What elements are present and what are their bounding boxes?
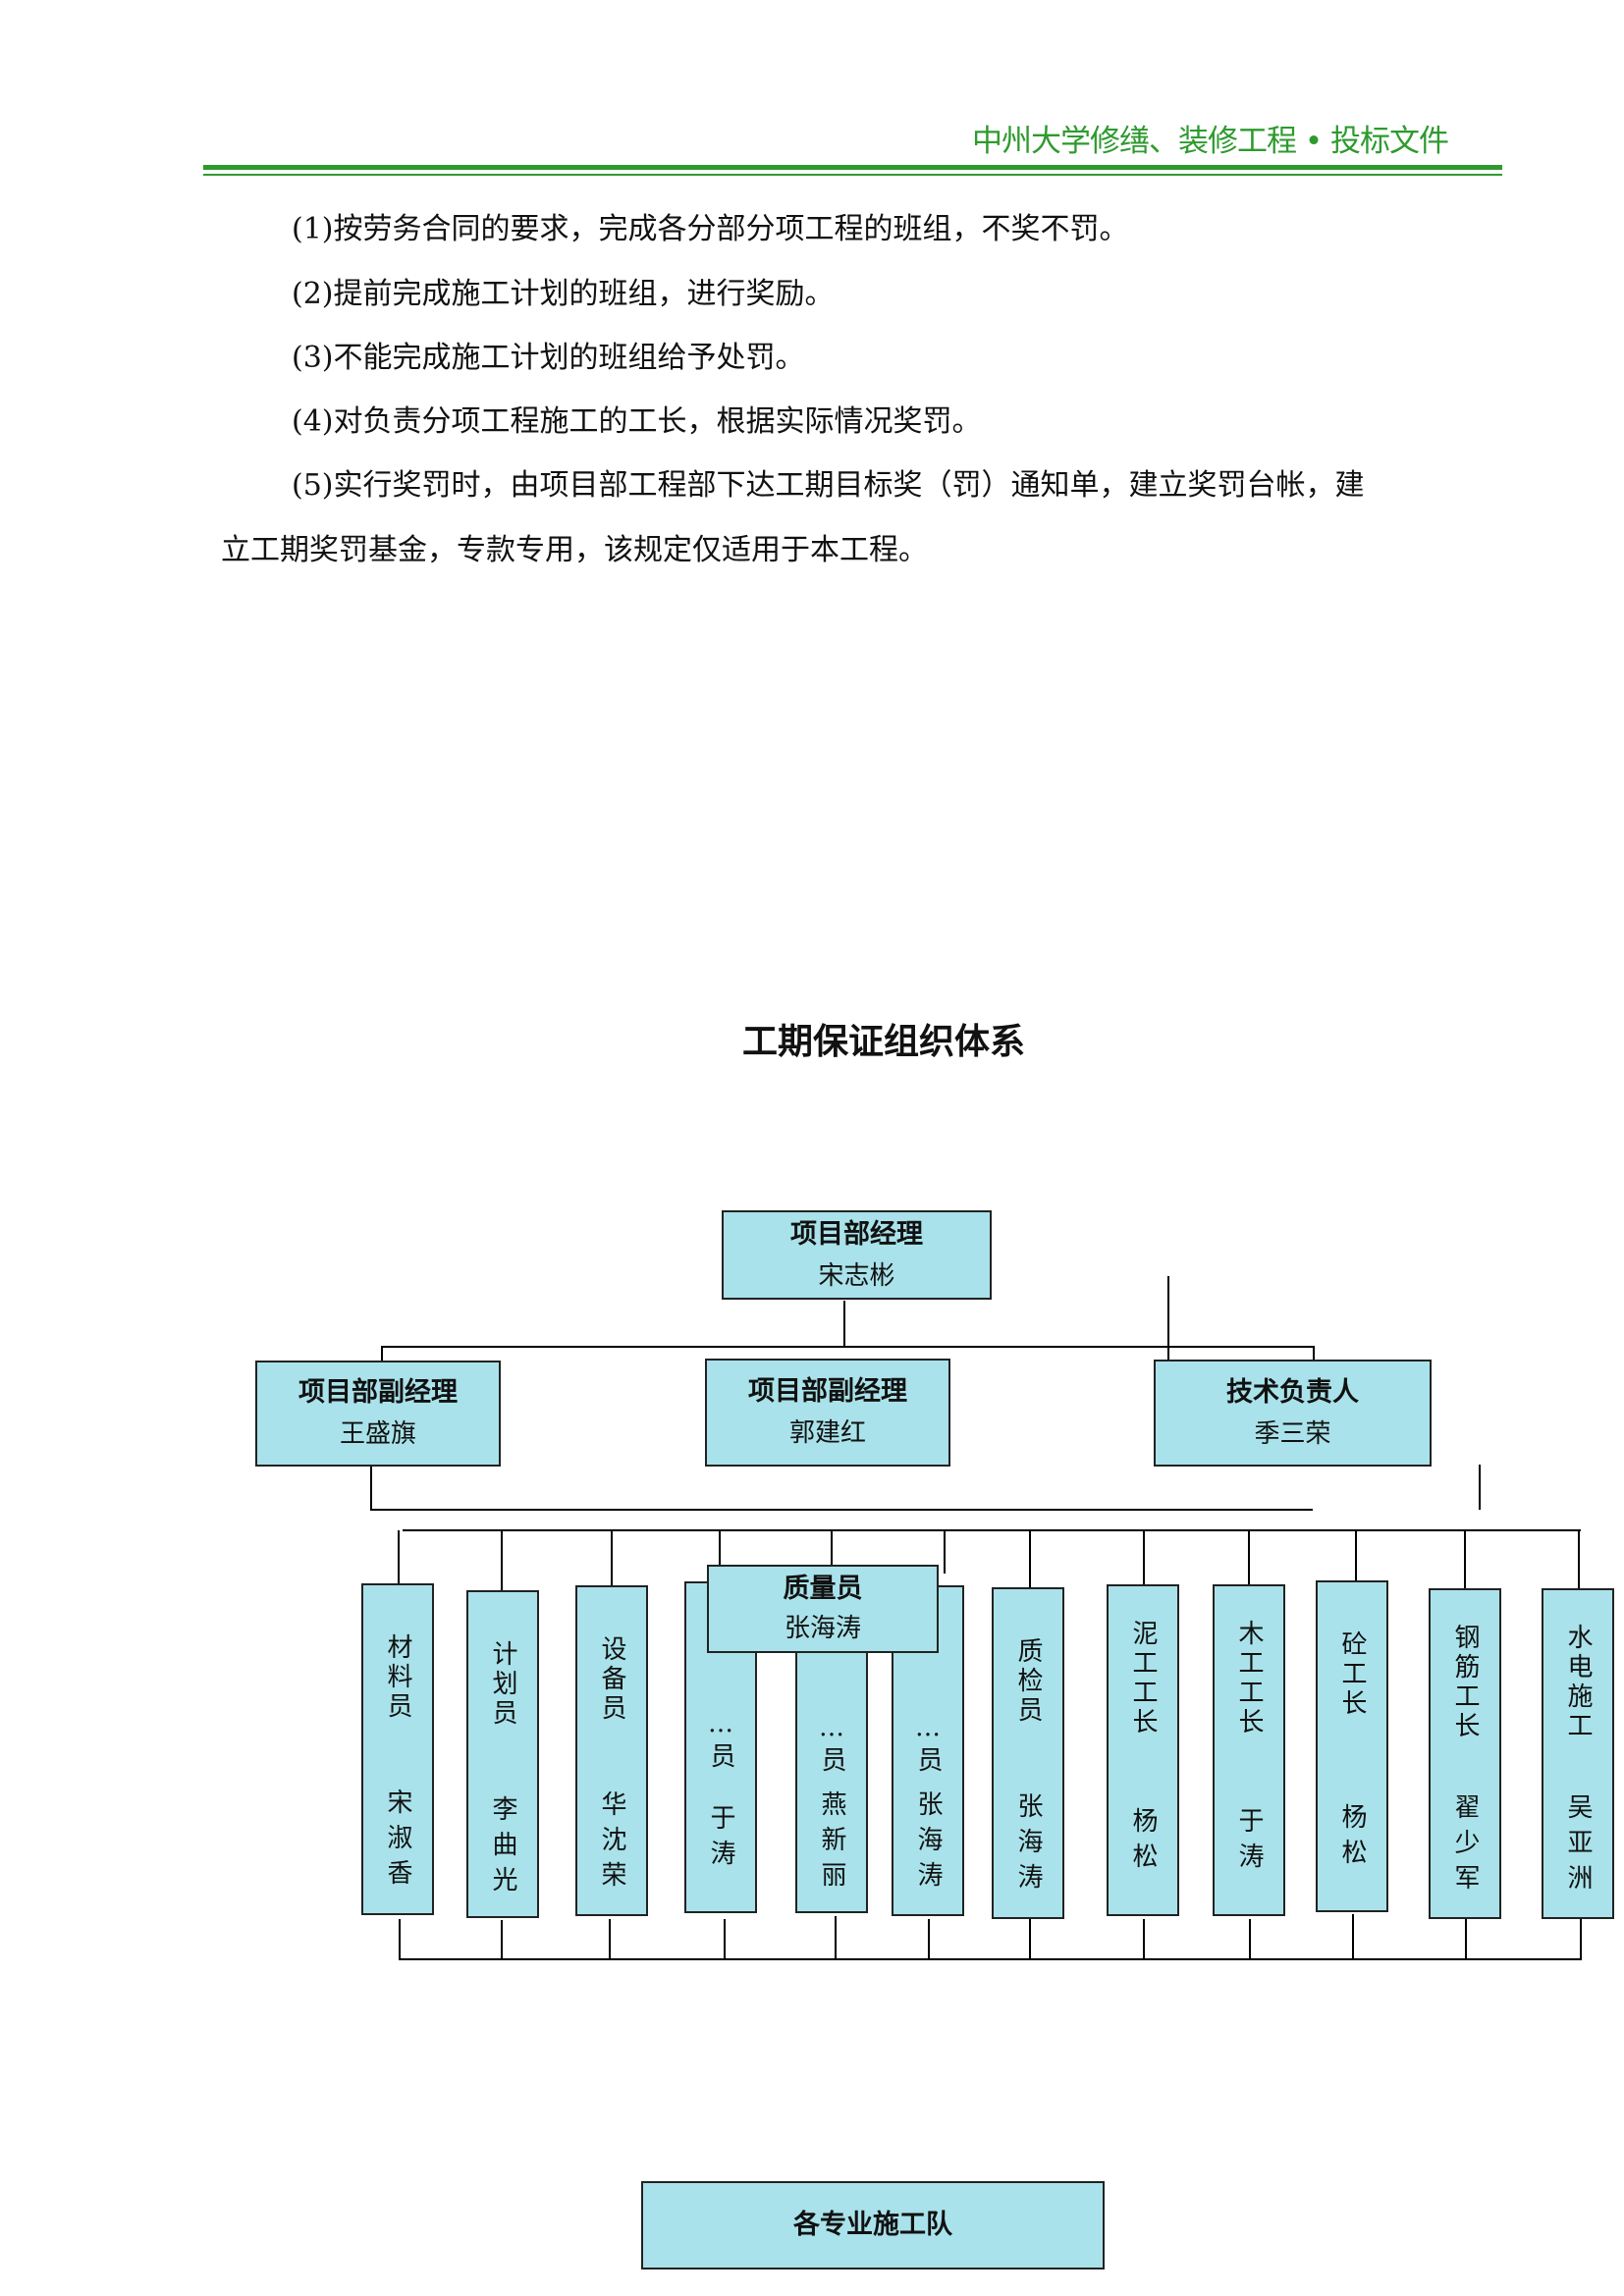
staff-person: 华沈荣 [597,1790,626,1896]
connector-line [724,1919,726,1960]
connector-line [831,1530,833,1572]
connector-line [1578,1530,1580,1588]
connector-line [1143,1919,1145,1960]
staff-person: 吴亚洲 [1563,1793,1593,1899]
org-box-person: 郭建红 [788,1418,866,1448]
org-box-deputy-manager-1: 项目部副经理 王盛旗 [255,1361,501,1467]
connector-line [1355,1530,1357,1581]
staff-role: 砼工长 [1337,1630,1367,1719]
connector-line [1465,1919,1467,1960]
connector-line [835,1916,837,1960]
staff-person: 张海涛 [1013,1792,1043,1898]
connector-line [370,1509,1313,1511]
connector-line [1248,1530,1250,1585]
connector-line [501,1530,503,1592]
staff-role: …员 [817,1713,846,1776]
staff-role: 水电施工 [1563,1624,1593,1741]
org-box-role: 项目部经理 [790,1218,923,1250]
org-box-technical-lead: 技术负责人 季三荣 [1154,1360,1432,1467]
org-box-person: 季三荣 [1254,1418,1331,1449]
connector-line [1352,1914,1354,1960]
org-box-role: 项目部副经理 [748,1376,907,1407]
org-box-person: 王盛旗 [339,1419,416,1449]
connector-line [1029,1919,1031,1960]
staff-box-carpentry-foreman: 木工工长 于涛 [1213,1584,1285,1916]
connector-line [1479,1465,1481,1510]
org-box-role: 技术负责人 [1226,1376,1359,1408]
staff-box-concrete-foreman: 砼工长 杨松 [1316,1580,1388,1912]
paragraph-2: (2)提前完成施工计划的班组，进行奖励。 [292,277,835,311]
org-box-project-manager: 项目部经理 宋志彬 [722,1210,992,1300]
staff-box-rebar-foreman: 钢筋工长 翟少军 [1429,1588,1501,1919]
header-rule [203,165,1502,170]
connector-line [928,1919,930,1960]
paragraph-4: (4)对负责分项工程施工的工长，根据实际情况奖罚。 [292,404,982,439]
paragraph-5: (5)实行奖罚时，由项目部工程部下达工期目标奖（罚）通知单，建立奖罚台帐，建 [292,468,1365,503]
header-rule-thin [203,174,1502,176]
connector-line [381,1346,383,1365]
staff-person: 李曲光 [488,1795,517,1901]
staff-role: 木工工长 [1234,1620,1264,1737]
staff-person: 于涛 [706,1804,735,1875]
document-header-title: 中州大学修缮、装修工程 • 投标文件 [972,124,1449,159]
connector-line [398,1530,400,1585]
staff-person: 于涛 [1234,1807,1264,1878]
connector-line [401,1958,1581,1960]
connector-line [1167,1276,1169,1364]
staff-role: 泥工工长 [1128,1620,1158,1737]
org-box-person: 张海涛 [784,1614,861,1643]
staff-role: 钢筋工长 [1450,1624,1480,1741]
staff-box-plumbing-electrical: 水电施工 吴亚洲 [1542,1588,1614,1919]
staff-role: 计划员 [488,1640,517,1729]
staff-box-masonry-foreman: 泥工工长 杨松 [1107,1584,1179,1916]
staff-person: 燕新丽 [817,1790,846,1896]
connector-line [1464,1530,1466,1591]
connector-line [944,1530,946,1574]
org-box-label: 各专业施工队 [793,2210,952,2240]
org-box-person: 宋志彬 [818,1260,895,1291]
staff-role: …员 [913,1713,943,1776]
connector-line [399,1919,401,1960]
staff-box-planning: 计划员 李曲光 [466,1590,539,1918]
connector-line [609,1919,611,1960]
staff-role: 质检员 [1013,1637,1043,1726]
staff-person: 杨松 [1337,1803,1367,1874]
connector-line [1580,1919,1582,1960]
staff-box-quality-inspector: 质检员 张海涛 [992,1587,1064,1919]
connector-line [1143,1530,1145,1585]
org-box-construction-teams: 各专业施工队 [641,2181,1105,2269]
connector-line [403,1529,1581,1531]
staff-person: 宋淑香 [383,1789,412,1895]
paragraph-1: (1)按劳务合同的要求，完成各分部分项工程的班组，不奖不罚。 [292,212,1129,246]
staff-box-equipment: 设备员 华沈荣 [575,1585,648,1916]
connector-line [1029,1530,1031,1588]
org-box-deputy-manager-2: 项目部副经理 郭建红 [705,1359,950,1467]
org-box-role: 质量员 [783,1574,863,1604]
paragraph-3: (3)不能完成施工计划的班组给予处罚。 [292,341,805,375]
connector-line [501,1920,503,1959]
connector-line [611,1530,613,1587]
staff-person: 翟少军 [1450,1793,1480,1899]
staff-role: 材料员 [383,1633,412,1722]
org-box-role: 项目部副经理 [298,1377,458,1408]
staff-person: 张海涛 [913,1790,943,1896]
connector-line [370,1465,372,1510]
connector-line [381,1346,1314,1348]
staff-person: 杨松 [1128,1807,1158,1878]
connector-line [1249,1919,1251,1960]
staff-box-materials: 材料员 宋淑香 [361,1583,434,1915]
org-chart-title: 工期保证组织体系 [741,1022,1025,1062]
staff-role: 设备员 [597,1635,626,1724]
connector-line [1313,1346,1315,1365]
connector-line [719,1530,721,1583]
org-box-quality-officer: 质量员 张海涛 [707,1565,939,1653]
paragraph-5-continued: 立工期奖罚基金，专款专用，该规定仅适用于本工程。 [221,533,928,567]
connector-line [843,1301,845,1348]
staff-role: …员 [706,1709,735,1772]
